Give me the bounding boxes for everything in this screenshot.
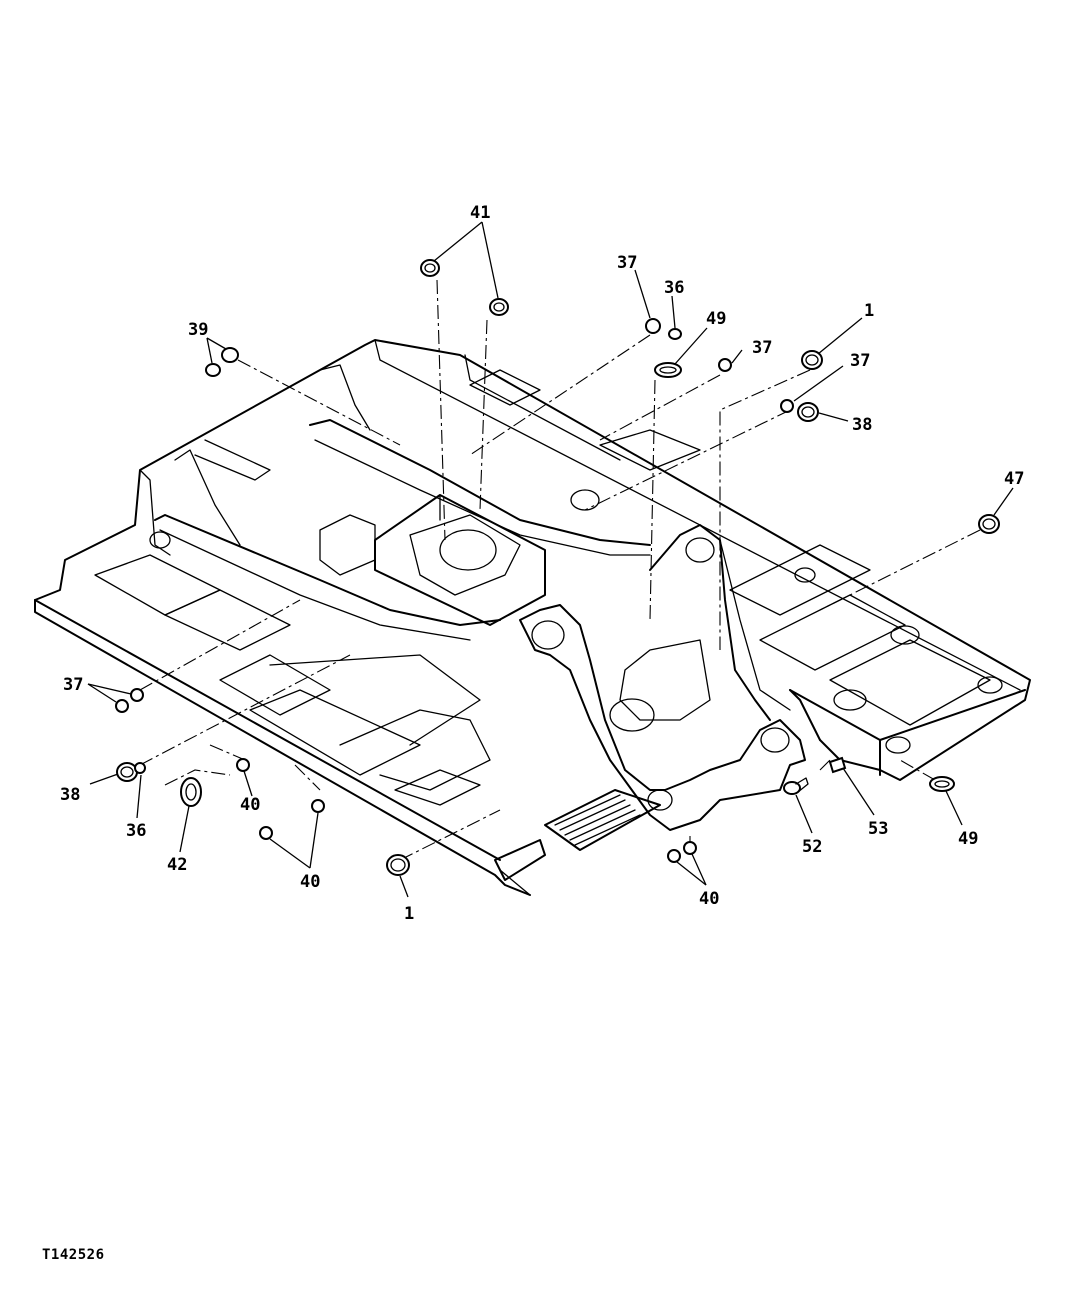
plate-53-icon	[828, 756, 847, 774]
plug-41-b-icon	[489, 298, 509, 316]
access-step	[494, 789, 661, 896]
bolt-52-icon	[783, 777, 809, 795]
callout-52: 52	[802, 837, 822, 857]
assembly-lines	[139, 279, 981, 861]
callout-38-right: 38	[852, 415, 872, 435]
loose-parts	[115, 259, 1000, 876]
figure-reference-code: T142526	[42, 1247, 105, 1263]
callout-37-mid: 37	[752, 338, 772, 358]
plug-40-c-icon	[311, 799, 325, 813]
callout-1-top: 1	[864, 301, 874, 321]
plug-38-right-icon	[797, 402, 819, 422]
callout-42: 42	[167, 855, 187, 875]
callout-53: 53	[868, 819, 888, 839]
callout-49-bottom: 49	[958, 829, 978, 849]
callout-40-c: 40	[699, 889, 719, 909]
grommet-49-bottom-icon	[929, 776, 955, 792]
callout-49-top: 49	[706, 309, 726, 329]
callout-41: 41	[470, 203, 490, 223]
plug-36-left-icon	[134, 762, 146, 774]
plug-37-top-icon	[645, 318, 661, 334]
plug-37-left-b-icon	[130, 688, 144, 702]
plug-40-a-icon	[236, 758, 250, 772]
callout-leaders	[87, 221, 1014, 898]
grommet-49-top-icon	[654, 362, 682, 378]
plug-37-right-icon	[780, 399, 794, 413]
callout-47: 47	[1004, 469, 1024, 489]
plug-40-b-icon	[259, 826, 273, 840]
callout-37-left: 37	[63, 675, 83, 695]
plug-40-d-icon	[667, 849, 681, 863]
plug-47-icon	[978, 514, 1000, 534]
callout-38-left: 38	[60, 785, 80, 805]
callout-37-top: 37	[617, 253, 637, 273]
callout-37-right: 37	[850, 351, 870, 371]
plug-40-e-icon	[683, 841, 697, 855]
callout-40-a: 40	[240, 795, 260, 815]
plug-36-top-icon	[668, 328, 682, 340]
callout-40-b: 40	[300, 872, 320, 892]
callout-1-bottom: 1	[404, 904, 414, 924]
callout-39: 39	[188, 320, 208, 340]
callout-labels: 41 37 36 49 37 1 39 37 38 47 37 38 36 42…	[60, 203, 1024, 924]
callout-36-top: 36	[664, 278, 684, 298]
plug-39-b-icon	[221, 347, 239, 363]
upperstructure-frame	[34, 339, 1031, 896]
plug-41-a-icon	[420, 259, 440, 277]
grommet-42-icon	[180, 777, 202, 807]
plug-37-mid-icon	[718, 358, 732, 372]
callout-36-left: 36	[126, 821, 146, 841]
plug-37-left-a-icon	[115, 699, 129, 713]
plug-38-left-icon	[116, 762, 138, 782]
plug-1-bottom-icon	[386, 854, 410, 876]
plug-39-a-icon	[205, 363, 221, 377]
plug-1-top-icon	[801, 350, 823, 370]
